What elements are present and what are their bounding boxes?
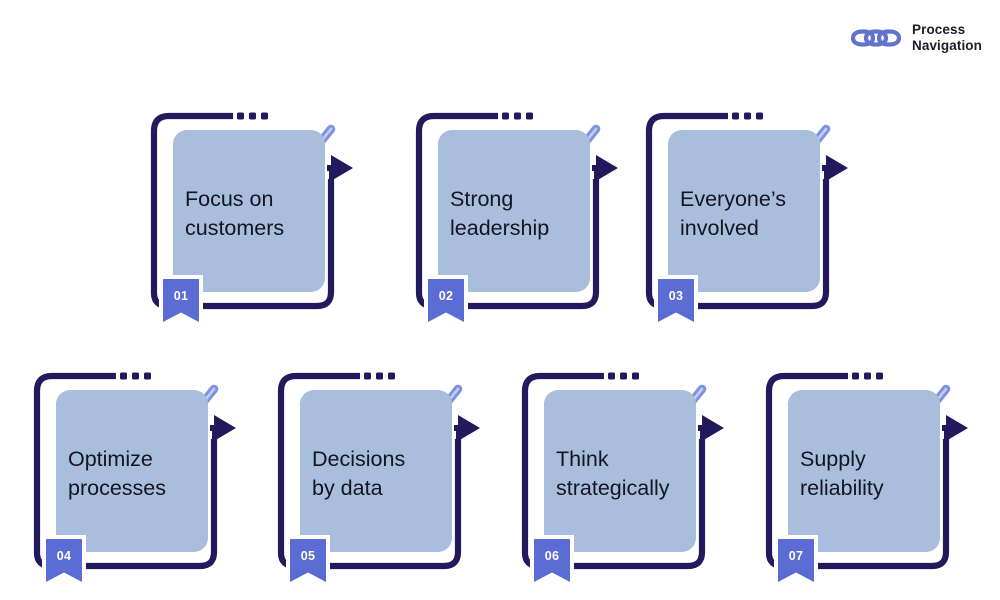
step-label: Optimize processes xyxy=(68,447,166,500)
step-card-body xyxy=(438,130,590,292)
ellipsis-dots-icon xyxy=(608,372,639,380)
step-connector-path xyxy=(33,372,218,570)
step-connector-path xyxy=(415,112,600,310)
chain-links-logo-icon xyxy=(850,25,902,51)
arrow-right-head xyxy=(824,155,848,181)
step-number: 07 xyxy=(788,548,804,563)
arrow-right-head xyxy=(944,415,968,441)
step-connector-path xyxy=(645,112,830,310)
process-step-01[interactable]: Focus on customers 01 xyxy=(145,103,373,333)
ellipsis-dots-icon xyxy=(364,372,395,380)
process-step-04[interactable]: Optimize processes 04 xyxy=(28,363,256,593)
ellipsis-dots-icon xyxy=(502,112,533,120)
step-connector-path xyxy=(765,372,950,570)
step-number: 04 xyxy=(56,548,72,563)
step-number-ribbon: 04 xyxy=(42,535,86,587)
step-connector-path xyxy=(277,372,462,570)
step-connector-path xyxy=(521,372,706,570)
step-card-body xyxy=(173,130,325,292)
step-card-body xyxy=(300,390,452,552)
step-number: 01 xyxy=(173,288,189,303)
step-card-body xyxy=(56,390,208,552)
step-label: Everyone’s involved xyxy=(680,187,786,240)
step-number: 03 xyxy=(668,288,684,303)
step-number-ribbon: 03 xyxy=(654,275,698,327)
step-label: Think strategically xyxy=(556,447,670,500)
ellipsis-dots-icon xyxy=(732,112,763,120)
step-number: 05 xyxy=(300,548,316,563)
brand-logo: Process Navigation xyxy=(850,22,982,55)
step-card-body xyxy=(544,390,696,552)
step-number: 02 xyxy=(438,288,454,303)
step-number-ribbon: 06 xyxy=(530,535,574,587)
arrow-right-head xyxy=(700,415,724,441)
arrow-right-head xyxy=(594,155,618,181)
step-label: Strong leadership xyxy=(450,187,550,240)
brand-name: Process Navigation xyxy=(911,22,982,54)
step-label: Supply reliability xyxy=(800,447,884,500)
step-label: Focus on customers xyxy=(185,187,285,240)
ellipsis-dots-icon xyxy=(120,372,151,380)
step-number-ribbon: 05 xyxy=(286,535,330,587)
step-card-body xyxy=(668,130,820,292)
process-step-07[interactable]: Supply reliability 07 xyxy=(760,363,988,593)
step-number-ribbon: 07 xyxy=(774,535,818,587)
process-step-02[interactable]: Strong leadership 02 xyxy=(410,103,638,333)
step-label: Decisions by data xyxy=(312,447,406,500)
step-number-ribbon: 02 xyxy=(424,275,468,327)
ellipsis-dots-icon xyxy=(852,372,883,380)
arrow-right-head xyxy=(456,415,480,441)
process-step-06[interactable]: Think strategically 06 xyxy=(516,363,744,593)
step-connector-path xyxy=(150,112,335,310)
process-step-05[interactable]: Decisions by data 05 xyxy=(272,363,500,593)
step-card-body xyxy=(788,390,940,552)
step-number: 06 xyxy=(544,548,560,563)
arrow-right-head xyxy=(329,155,353,181)
ellipsis-dots-icon xyxy=(237,112,268,120)
step-number-ribbon: 01 xyxy=(159,275,203,327)
arrow-right-head xyxy=(212,415,236,441)
process-step-03[interactable]: Everyone’s involved 03 xyxy=(640,103,868,333)
